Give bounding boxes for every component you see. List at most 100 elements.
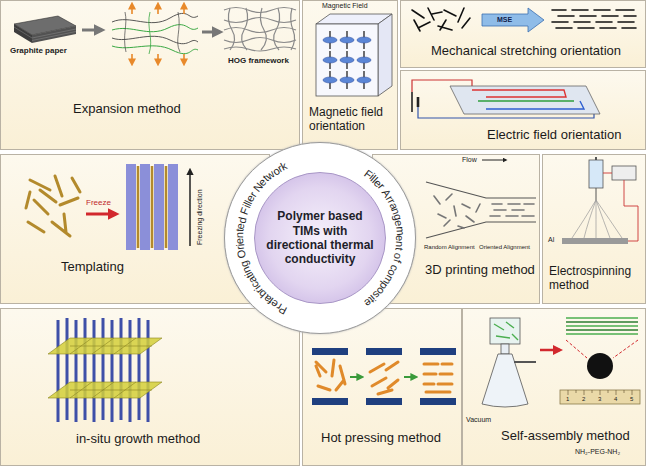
- method-panel: in-situ growth method: [0, 308, 300, 466]
- expansion-arrows-part: [131, 4, 133, 14]
- press-plates-part: [420, 398, 456, 405]
- expansion-arrows: [132, 4, 184, 64]
- center-title: Polymer based TIMs with directional ther…: [266, 209, 374, 267]
- magnetic-fillers-part: [323, 77, 337, 83]
- vacuum-filter-part: [514, 361, 536, 363]
- aligned-fillers: [552, 10, 636, 28]
- magnetic-fillers-part: [357, 77, 371, 83]
- direction-arrow: [189, 170, 191, 246]
- grown-rods: [58, 318, 148, 422]
- substrate-grid: [48, 338, 162, 398]
- expanding-sheets-part: [125, 12, 126, 52]
- vacuum-filter-part: [482, 354, 528, 407]
- assembled-film-part: [566, 318, 638, 334]
- method-panel: Expansion method: [0, 0, 300, 150]
- figure-label: Freeze: [86, 199, 111, 208]
- method-title: Magnetic field orientation: [309, 105, 395, 134]
- electrospinning-setup-part: [596, 188, 597, 200]
- method-panel: Self-assembly method: [462, 308, 646, 466]
- ice-template-part: [138, 166, 166, 248]
- ring-char: e: [233, 238, 245, 245]
- electric-circuit-part: [450, 86, 600, 114]
- ring-char: m: [394, 226, 407, 236]
- freeze-arrow: [86, 213, 116, 216]
- figure-label: MSE: [497, 16, 512, 24]
- figure-label: Random Alignment: [424, 244, 475, 251]
- press-arrows: [350, 376, 416, 378]
- hog-framework-part: [224, 18, 296, 23]
- expanding-sheets-part: [112, 36, 198, 43]
- substrate-grid-part: [70, 338, 152, 398]
- printing-nozzle-part: [426, 182, 536, 198]
- press-plates-part: [420, 348, 456, 355]
- magnetic-fillers-part: [363, 71, 364, 89]
- figure-label: 4: [614, 396, 617, 403]
- magnetic-box: [316, 14, 392, 96]
- magnetic-fillers-part: [340, 57, 354, 63]
- hog-framework-part: [224, 38, 296, 43]
- printing-nozzle: [426, 182, 536, 238]
- process-arrow: [202, 31, 220, 34]
- ring-label: Filler Arrangement of composite: [320, 143, 415, 333]
- ice-template-part: [126, 164, 136, 250]
- figure-label: NH₂-PEG-NH₂: [575, 448, 620, 456]
- expansion-arrows-part: [157, 54, 159, 64]
- figure-label: Graphite paper: [10, 47, 67, 56]
- nozzle-fillers: [434, 194, 534, 228]
- hog-framework-part: [242, 8, 248, 50]
- mse-arrow: [482, 8, 544, 32]
- electric-circuit-part: [478, 100, 574, 101]
- method-panel: Electric field orientation: [400, 70, 646, 150]
- magnetic-fillers-part: [323, 57, 337, 63]
- magnetic-box-part: [316, 14, 392, 24]
- graphite-paper-part: [14, 24, 32, 43]
- electrospinning-setup: [562, 157, 638, 244]
- hog-framework-part: [224, 47, 296, 51]
- ring-label: Prefabricating Oriented Filler Network: [225, 143, 320, 333]
- figure-label: Flow: [462, 156, 477, 164]
- expanding-sheets-part: [112, 13, 198, 22]
- assembled-film: [566, 318, 638, 379]
- figure-label: HOG framework: [228, 57, 289, 66]
- method-panel: Electrospinning method: [542, 154, 646, 304]
- electrospinning-setup-part: [562, 238, 628, 244]
- pressed-rods-part: [316, 360, 345, 390]
- ring-char: t: [394, 247, 406, 252]
- magnetic-fillers-part: [357, 37, 371, 43]
- figure-label: Freezing direction: [196, 189, 204, 245]
- electrospinning-setup-part: [589, 160, 603, 188]
- ruler: [560, 390, 640, 404]
- ring-char: n: [233, 232, 245, 239]
- method-title: Mechanical stretching orientation: [431, 43, 621, 59]
- graphite-paper-part: [14, 16, 76, 35]
- vacuum-filter: [482, 318, 536, 407]
- electrospinning-setup-part: [603, 173, 638, 241]
- process-arrow: [82, 29, 102, 32]
- electrospinning-setup-part: [572, 200, 622, 238]
- graphite-paper-part: [32, 26, 76, 43]
- aligned-fillers-part: [552, 9, 634, 11]
- process-arrow: [540, 349, 560, 352]
- magnetic-fillers-part: [329, 71, 330, 89]
- pressed-rods-part: [424, 364, 452, 392]
- graphite-paper: [14, 16, 76, 43]
- ice-template: [126, 164, 178, 250]
- aligned-fillers-part: [552, 21, 634, 23]
- expanding-sheets-part: [178, 12, 180, 52]
- aligned-fillers-part: [558, 15, 636, 17]
- hog-framework-part: [224, 28, 296, 33]
- hog-framework-part: [291, 8, 295, 50]
- press-plates: [312, 348, 456, 405]
- electrospinning-setup-part: [612, 166, 636, 180]
- ruler-part: [568, 390, 632, 395]
- electric-circuit-part: [486, 101, 584, 109]
- press-arrows-part: [404, 376, 416, 378]
- category-ring: Polymer based TIMs with directional ther…: [224, 142, 416, 334]
- ruler-part: [560, 390, 640, 404]
- figure-label: 1: [566, 396, 569, 403]
- magnetic-fillers-part: [329, 31, 330, 49]
- figure-label: Vacuum: [466, 416, 491, 424]
- vacuum-filter-part: [490, 318, 520, 344]
- random-fillers: [412, 8, 470, 31]
- ice-template-part: [140, 164, 150, 250]
